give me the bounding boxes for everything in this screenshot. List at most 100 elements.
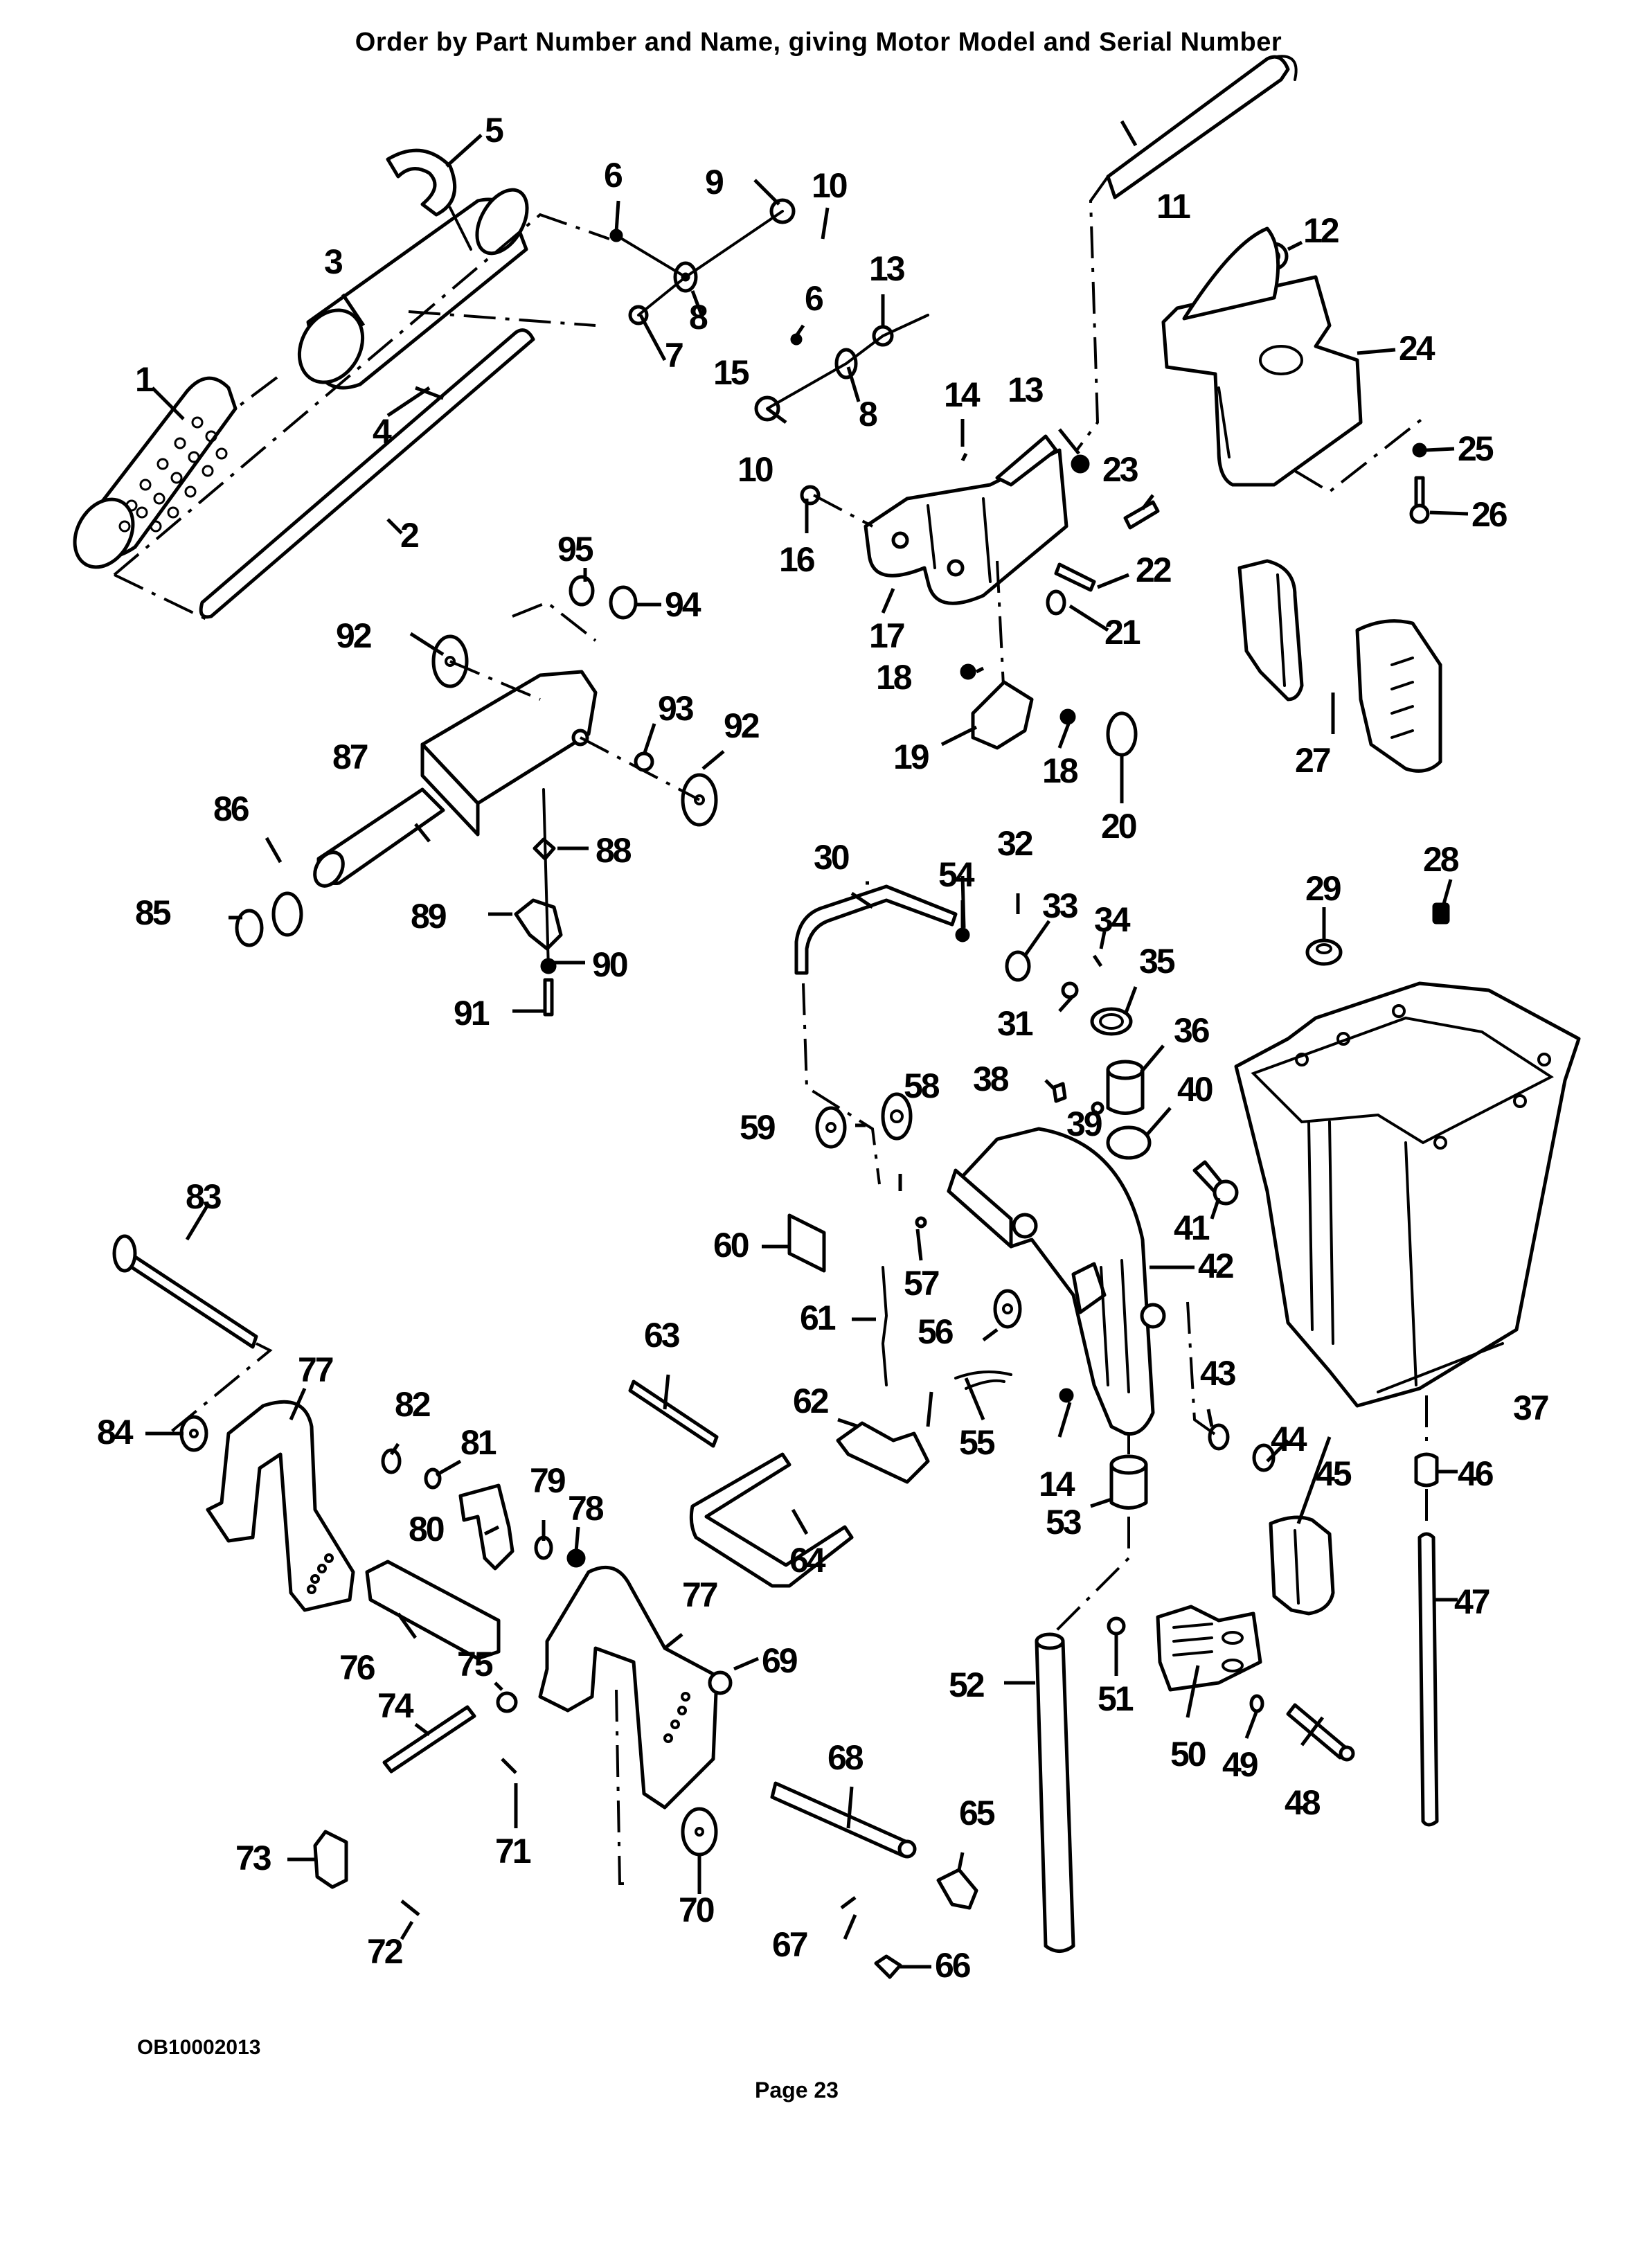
callout-20: 20 [1101,807,1136,846]
callout-92-upper: 92 [336,616,371,655]
callout-36: 36 [1174,1011,1209,1050]
assembly-line-88-91 [542,788,550,971]
part-56-washer [993,1289,1022,1329]
callout-72: 72 [367,1932,402,1971]
callout-45: 45 [1316,1454,1352,1493]
part-26-screw [1409,476,1430,524]
part-91-screw [543,978,554,1017]
part-23-pin [1123,500,1160,530]
part-65-clip [936,1868,978,1910]
assembly-line-30 [802,983,881,1185]
part-71-pin [501,1758,517,1774]
part-50-clamp [1156,1605,1262,1692]
callout-38: 38 [973,1060,1009,1098]
callout-68: 68 [828,1738,864,1777]
callout-88: 88 [596,831,632,870]
callout-80: 80 [409,1510,444,1548]
part-86-oring [271,891,303,937]
part-34-pin [1092,954,1103,967]
callout-89: 89 [411,897,446,936]
part-45-cover [1269,1515,1335,1616]
part-38-block [1052,1082,1067,1103]
part-78-spring [566,1548,586,1568]
callout-labels: 1 2 3 4 5 6 7 8 9 10 6 13 15 8 10 11 12 … [97,111,1550,1985]
callout-66: 66 [935,1946,970,1985]
callout-35: 35 [1139,942,1175,981]
callout-21: 21 [1104,613,1140,652]
callout-1: 1 [135,360,154,399]
callout-81: 81 [460,1423,497,1462]
callout-34: 34 [1094,900,1131,939]
callout-25: 25 [1458,429,1494,468]
callout-76: 76 [339,1648,375,1687]
part-59-washer [815,1106,847,1149]
callout-52: 52 [949,1666,984,1704]
part-18-screw-a [960,663,976,680]
callout-64: 64 [789,1541,826,1580]
callout-51: 51 [1098,1679,1134,1718]
part-64-link [689,1452,854,1588]
part-48-bolt [1286,1703,1355,1762]
part-14-pin-upper [960,452,968,462]
part-73-lock [313,1830,348,1889]
part-35-ring [1090,1007,1133,1036]
page-number: Page 23 [755,2078,839,2102]
callout-55: 55 [959,1423,995,1462]
callout-8-lower: 8 [859,395,877,434]
callout-33: 33 [1042,886,1077,925]
assembly-line-53 [1051,1434,1130,1636]
part-69-nut [708,1670,733,1695]
callout-8-upper: 8 [689,298,708,337]
callout-23: 23 [1102,450,1138,489]
assembly-line-rod [234,310,596,410]
callout-14-lower: 14 [1039,1465,1075,1503]
part-81-washer [424,1467,442,1490]
part-54-nut [955,927,970,943]
callout-31: 31 [997,1004,1033,1043]
callout-4: 4 [373,412,392,451]
assembly-line-83 [171,1342,273,1445]
callout-9: 9 [705,163,723,202]
callout-2: 2 [400,516,418,555]
callout-63: 63 [644,1316,679,1355]
callout-50: 50 [1170,1735,1206,1774]
part-76-handle [365,1560,501,1661]
page-header-instruction: Order by Part Number and Name, giving Mo… [355,28,1282,57]
callout-95: 95 [557,530,593,569]
part-33-washer [1005,950,1031,982]
callout-60: 60 [713,1226,749,1265]
part-77-clamp-bracket-right [538,1565,719,1810]
callout-7: 7 [665,336,683,375]
callout-leaders [145,120,1469,1969]
callout-47: 47 [1454,1582,1490,1621]
part-30-link-rod [794,884,958,975]
callout-10-upper: 10 [812,166,847,205]
part-36-bushing [1106,1060,1145,1115]
part-87-steering-arm [313,670,598,888]
callout-91: 91 [454,994,490,1033]
callout-94: 94 [665,585,701,624]
callout-46: 46 [1458,1454,1493,1493]
callout-57: 57 [904,1264,939,1303]
callout-42: 42 [1198,1247,1233,1285]
part-41-bolt [1192,1160,1239,1206]
assembly-line-cable [1075,175,1109,452]
linkage-upper [615,210,784,316]
part-55-spring [954,1370,1012,1390]
part-11-cable [1106,55,1298,199]
callout-92-lower: 92 [724,706,759,745]
part-53-bushing [1109,1454,1148,1510]
callout-75: 75 [457,1645,493,1684]
callout-10-lower: 10 [737,450,773,489]
part-21-screw [1046,589,1066,616]
part-75-ring [496,1691,518,1713]
callout-56: 56 [918,1312,953,1351]
callout-67: 67 [772,1925,807,1964]
callout-27: 27 [1295,741,1330,780]
callout-82: 82 [395,1385,430,1424]
part-43-washer [1208,1423,1230,1451]
callout-32: 32 [997,824,1032,863]
callout-13-upper: 13 [869,249,904,288]
callout-49: 49 [1222,1745,1258,1784]
